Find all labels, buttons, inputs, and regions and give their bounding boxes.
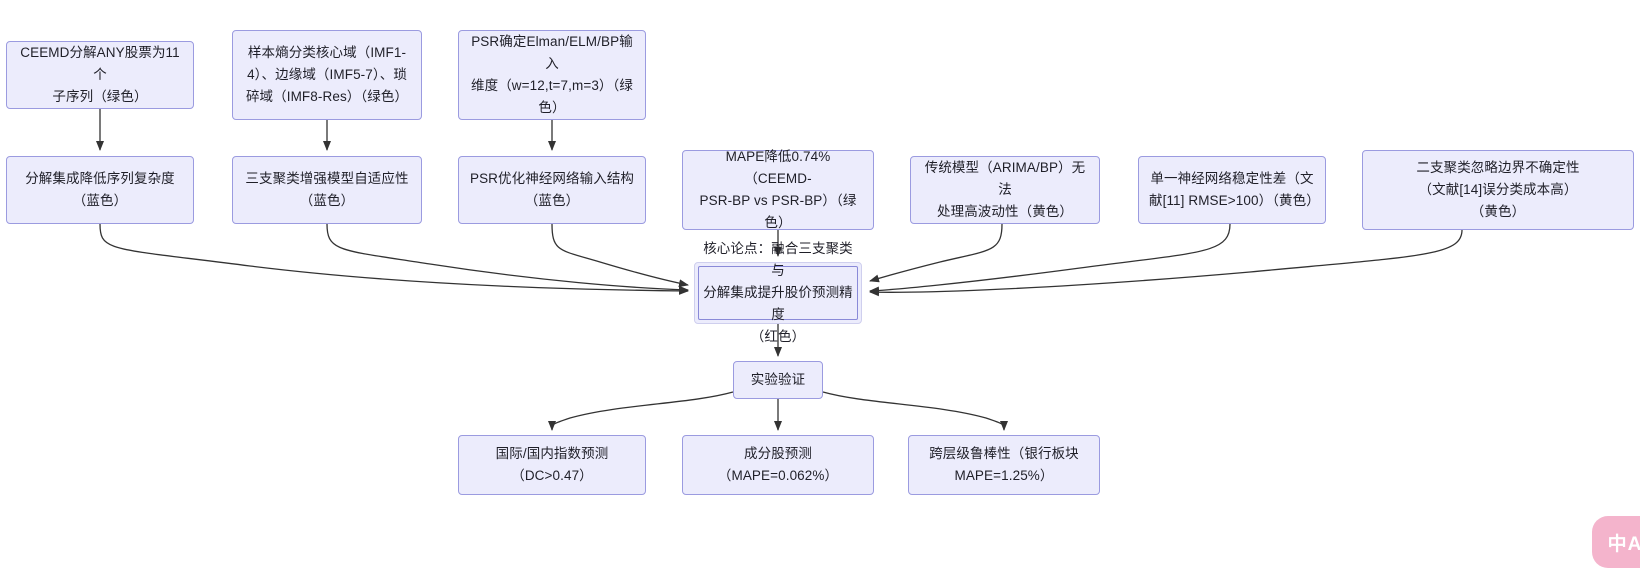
node-label: PSR确定Elman/ELM/BP输入 维度（w=12,t=7,m=3）（绿 色… (471, 34, 633, 115)
edge-n6-core (551, 223, 689, 288)
node-label: 成分股预测 （MAPE=0.062%） (717, 446, 839, 483)
watermark-text: 中A (1607, 533, 1640, 555)
node-core-claim[interactable]: 核心论点：融合三支聚类与 分解集成提升股价预测精度 （红色） (694, 241, 862, 344)
node-label: MAPE降低0.74%（CEEMD- PSR-BP vs PSR-BP）（绿 色… (699, 149, 857, 230)
node-sample-entropy-classification[interactable]: 样本熵分类核心域（IMF1- 4）、边缘域（IMF5-7）、琐 碎域（IMF8-… (232, 30, 422, 120)
node-label: PSR优化神经网络输入结构 （蓝色） (469, 171, 635, 208)
node-label: 三支聚类增强模型自适应性 （蓝色） (245, 171, 409, 208)
node-label: 样本熵分类核心域（IMF1- 4）、边缘域（IMF5-7）、琐 碎域（IMF8-… (245, 45, 409, 104)
edge-exp-r1 (548, 391, 734, 431)
node-label: 二支聚类忽略边界不确定性 （文献[14]误分类成本高） （黄色） (1416, 160, 1580, 219)
node-label: 核心论点：融合三支聚类与 分解集成提升股价预测精度 （红色） (703, 241, 853, 344)
node-label: 国际/国内指数预测 （DC>0.47） (495, 446, 609, 483)
node-mape-reduction[interactable]: MAPE降低0.74%（CEEMD- PSR-BP vs PSR-BP）（绿 色… (682, 149, 874, 230)
node-label: 传统模型（ARIMA/BP）无法 处理高波动性（黄色） (924, 160, 1086, 219)
node-ceemd-decomposition[interactable]: CEEMD分解ANY股票为11个 子序列（绿色） (6, 41, 194, 109)
watermark-badge: 中A (1592, 516, 1640, 568)
node-single-network-instability[interactable]: 单一神经网络稳定性差（文 献[11] RMSE>100）（黄色） (1138, 156, 1326, 224)
node-label: 单一神经网络稳定性差（文 献[11] RMSE>100）（黄色） (1149, 171, 1320, 208)
node-label: 分解集成降低序列复杂度 （蓝色） (25, 171, 175, 208)
node-cross-level-robustness-result[interactable]: 跨层级鲁棒性（银行板块 MAPE=1.25%） (908, 435, 1100, 495)
edge-n9-core (869, 223, 1231, 295)
node-reduce-sequence-complexity[interactable]: 分解集成降低序列复杂度 （蓝色） (6, 156, 194, 224)
node-label: CEEMD分解ANY股票为11个 子序列（绿色） (20, 45, 180, 104)
node-three-way-clustering-adaptivity[interactable]: 三支聚类增强模型自适应性 （蓝色） (232, 156, 422, 224)
node-experimental-validation[interactable]: 实验验证 (733, 361, 823, 399)
core-claim-inner: 核心论点：融合三支聚类与 分解集成提升股价预测精度 （红色） (698, 241, 858, 344)
edge-n8-core (869, 223, 1003, 283)
node-traditional-model-limitation[interactable]: 传统模型（ARIMA/BP）无法 处理高波动性（黄色） (910, 156, 1100, 224)
edge-n4-core (99, 223, 689, 295)
edge-exp-r3 (822, 391, 1008, 431)
edge-n5-core (326, 223, 689, 294)
node-two-way-clustering-limitation[interactable]: 二支聚类忽略边界不确定性 （文献[14]误分类成本高） （黄色） (1362, 150, 1634, 230)
edge-n10-core (869, 229, 1463, 297)
node-label: 跨层级鲁棒性（银行板块 MAPE=1.25%） (929, 446, 1079, 483)
node-psr-input-dimension[interactable]: PSR确定Elman/ELM/BP输入 维度（w=12,t=7,m=3）（绿 色… (458, 30, 646, 120)
node-constituent-stock-result[interactable]: 成分股预测 （MAPE=0.062%） (682, 435, 874, 495)
node-index-forecast-result[interactable]: 国际/国内指数预测 （DC>0.47） (458, 435, 646, 495)
node-label: 实验验证 (750, 372, 806, 387)
node-psr-optimize-network-input[interactable]: PSR优化神经网络输入结构 （蓝色） (458, 156, 646, 224)
